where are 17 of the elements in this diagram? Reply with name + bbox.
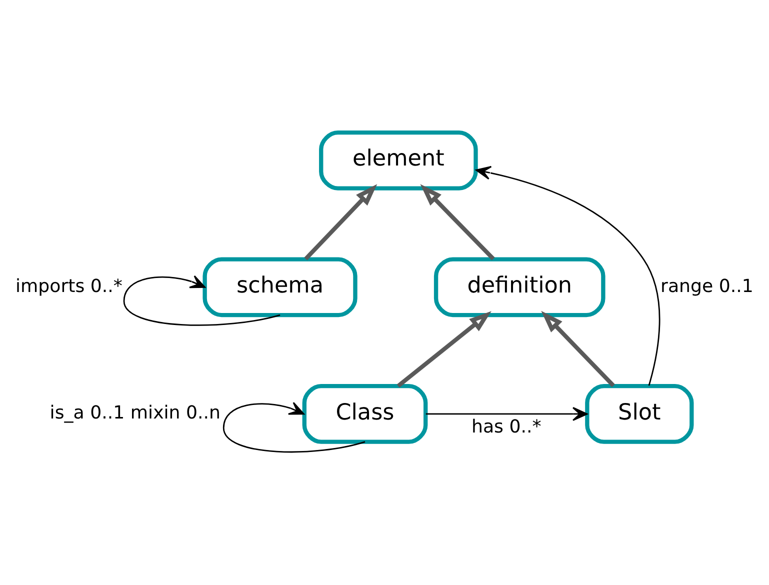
arrow bbox=[123, 275, 280, 326]
edge-label: imports 0..* bbox=[16, 276, 122, 297]
arrow bbox=[396, 311, 492, 388]
edge-label: range 0..1 bbox=[660, 276, 754, 297]
node-box: definition bbox=[434, 257, 606, 318]
node-box: element bbox=[319, 130, 478, 190]
arrow bbox=[426, 406, 588, 421]
edge-label: is_a 0..1 mixin 0..n bbox=[50, 402, 221, 424]
arrow bbox=[222, 402, 366, 453]
arrow bbox=[420, 184, 495, 260]
node-box: Slot bbox=[585, 384, 694, 444]
node-box: Class bbox=[302, 384, 428, 444]
arrow bbox=[541, 310, 615, 388]
arrow bbox=[304, 184, 378, 260]
edge-label: has 0..* bbox=[471, 416, 542, 438]
node-box: schema bbox=[202, 257, 358, 318]
arrow bbox=[476, 166, 660, 386]
